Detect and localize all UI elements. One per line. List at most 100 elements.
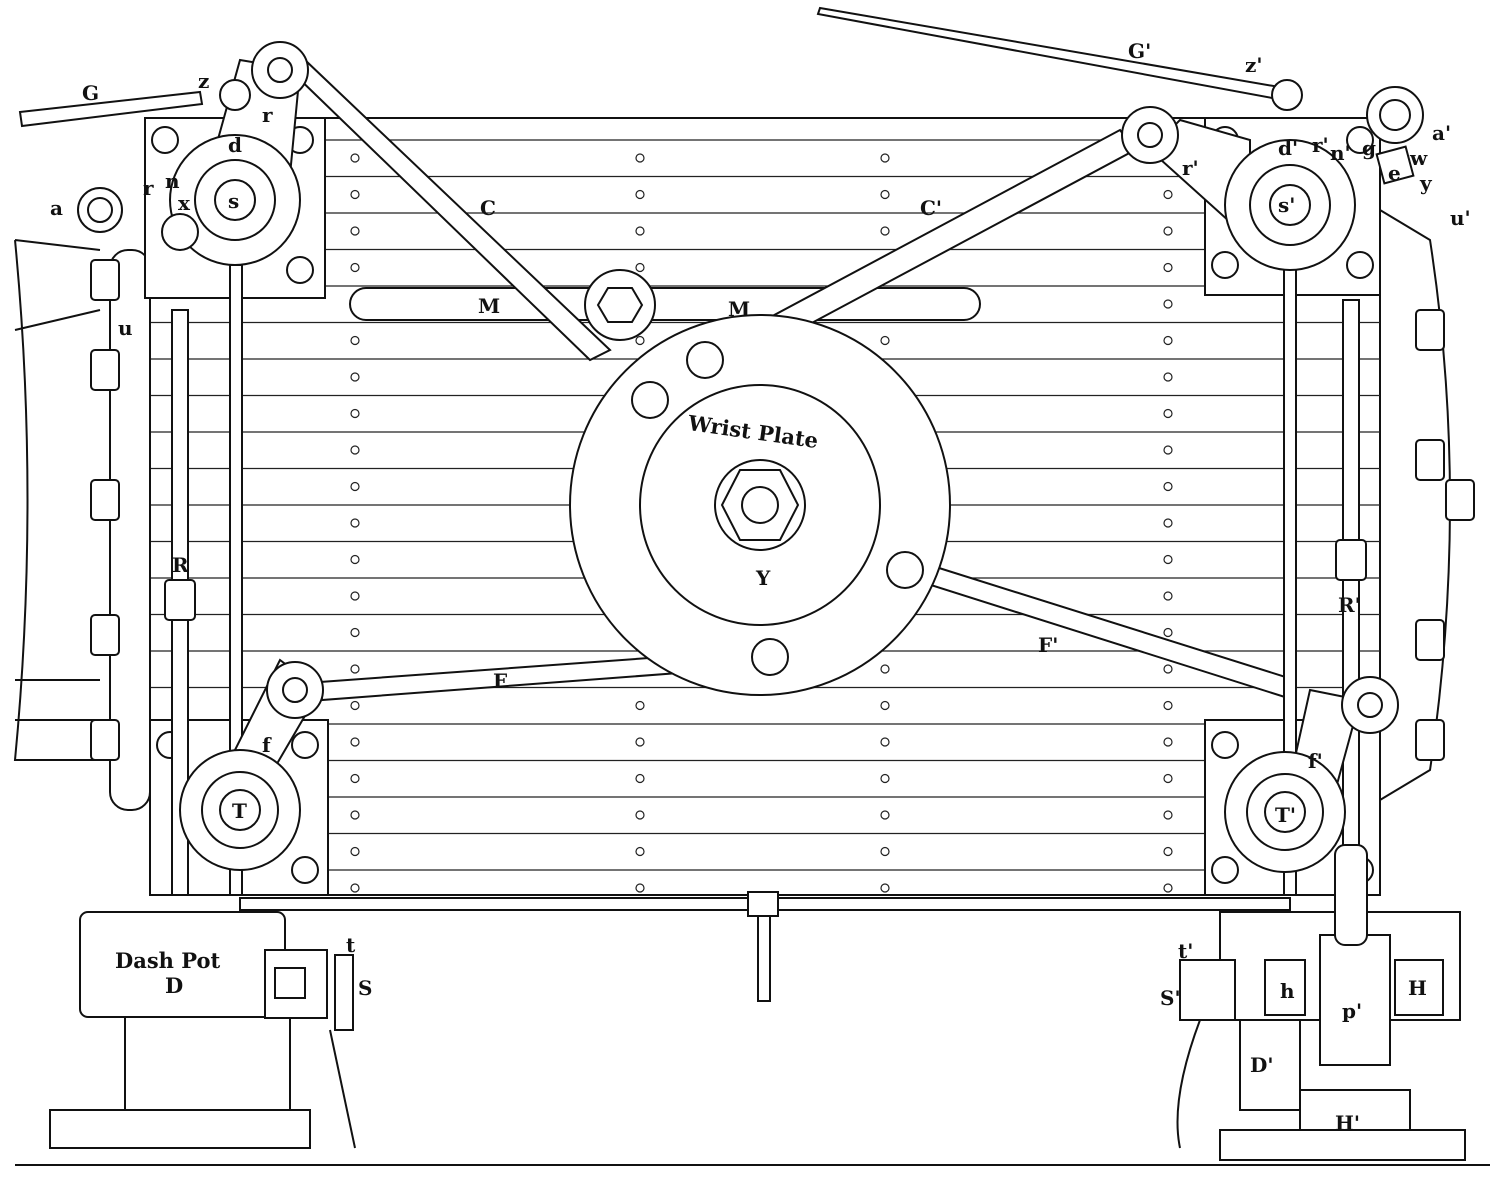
label-T-prime: T' (1275, 803, 1296, 827)
label-a: a (50, 196, 63, 220)
rivet (635, 153, 645, 163)
rivet (635, 737, 645, 747)
rivet (1163, 262, 1173, 273)
turnbuckle-R (164, 579, 196, 621)
bracket-nut (1346, 251, 1374, 279)
bracket-nut (291, 731, 319, 759)
label-r-prime: r' (1182, 156, 1199, 180)
label-H-prime: H' (1335, 1111, 1360, 1135)
label-z: z (198, 69, 209, 93)
rivet (350, 554, 360, 565)
rivet (880, 773, 890, 784)
dash-pot-right-section (1176, 844, 1466, 1161)
hex-bolt (1445, 479, 1475, 521)
rivet (1163, 189, 1173, 200)
label-T: T (232, 799, 247, 823)
label-u: u (118, 316, 133, 340)
label-a-prime: a' (1432, 121, 1451, 145)
rivet (635, 700, 645, 711)
rivet (350, 883, 360, 893)
label-f-prime: f' (1308, 749, 1323, 773)
rivet (635, 773, 645, 784)
rivet (350, 408, 360, 419)
label-d: d (228, 133, 242, 157)
hex-bolt (90, 479, 120, 521)
bracket-nut (151, 126, 179, 154)
rivet (880, 846, 890, 857)
hex-bolt (1415, 719, 1445, 761)
hex-bolt (90, 719, 120, 761)
rivet (350, 810, 360, 820)
rivet (1163, 226, 1173, 236)
rivet (1163, 518, 1173, 528)
label-Y: Y (755, 566, 771, 590)
rivet (350, 518, 360, 528)
label-s-prime: s' (1278, 193, 1295, 217)
rivet (635, 335, 645, 346)
rivet (635, 262, 645, 273)
rivet (350, 591, 360, 601)
bracket-nut (291, 856, 319, 884)
rivet (350, 262, 360, 273)
rivet (350, 627, 360, 638)
rivet (880, 700, 890, 711)
bar-M (349, 287, 981, 321)
dash-pot-left (49, 911, 356, 1149)
label-p-prime: p' (1342, 999, 1362, 1023)
rivet (350, 445, 360, 455)
rivet (350, 737, 360, 747)
label-M-right: M (728, 297, 750, 321)
label-R-prime: R' (1338, 593, 1361, 617)
valve-discs (77, 41, 1424, 873)
rivet (350, 700, 360, 711)
rivet (1163, 591, 1173, 601)
label-t-prime: t' (1178, 939, 1193, 963)
hex-bolt (1415, 619, 1445, 661)
rivet (1163, 299, 1173, 309)
label-n-prime: n' (1330, 141, 1351, 165)
label-u-prime: u' (1450, 206, 1471, 230)
label-M-left: M (478, 294, 500, 318)
bracket-nut (286, 256, 314, 284)
rivet (350, 664, 360, 674)
rivet (1163, 700, 1173, 711)
hex-bolt (90, 349, 120, 391)
rivet (1163, 883, 1173, 893)
label-f: f (262, 733, 272, 757)
label-r-prime-2: r' (1312, 133, 1329, 157)
label-t: t (346, 933, 356, 957)
hex-bolt (90, 614, 120, 656)
label-H: H (1408, 976, 1427, 1000)
rivet (635, 810, 645, 820)
bracket-nut (1211, 731, 1239, 759)
rivet (1163, 664, 1173, 674)
wrist-plate (569, 269, 951, 696)
hex-bolt (1415, 439, 1445, 481)
left-side-bar (109, 249, 151, 811)
bracket-nut (1211, 251, 1239, 279)
label-D: D (165, 973, 183, 998)
left-cylinder-edge (13, 239, 101, 761)
rivet (350, 846, 360, 857)
rivet (350, 372, 360, 382)
hex-bolt (90, 259, 120, 301)
bolt-column (90, 259, 1475, 761)
rivet (1163, 372, 1173, 382)
rivet (1163, 737, 1173, 747)
bracket-nuts (151, 126, 1374, 884)
rivet (880, 664, 890, 674)
label-S-prime: S' (1160, 986, 1181, 1010)
rivet (880, 737, 890, 747)
label-C-prime: C' (920, 196, 942, 220)
label-d-prime: d' (1278, 136, 1298, 160)
rivet (1163, 481, 1173, 492)
rivet (350, 226, 360, 236)
rivet (1163, 810, 1173, 820)
rivet (350, 153, 360, 163)
rivet (1163, 846, 1173, 857)
label-w: w (1409, 146, 1428, 170)
label-F-prime: F' (1038, 633, 1058, 657)
label-y: y (1419, 171, 1433, 195)
label-r: r (262, 103, 273, 127)
